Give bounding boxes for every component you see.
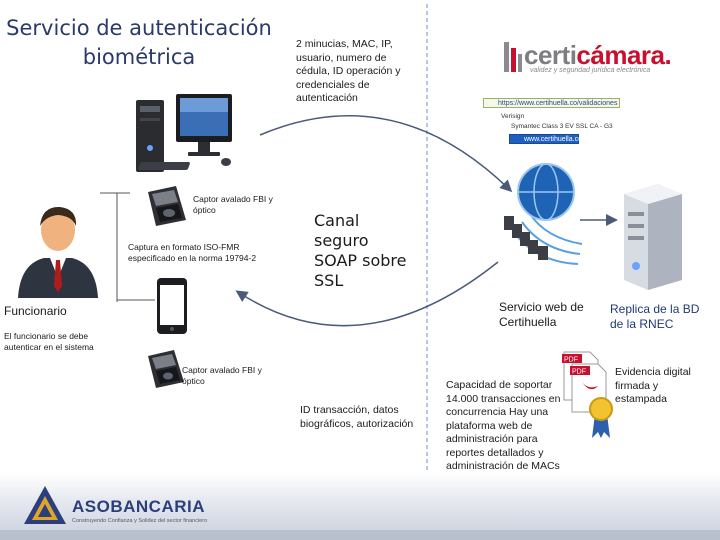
- web-service-globe-icon: [492, 158, 592, 268]
- evidence-label: Evidencia digital firmada y estampada: [615, 366, 705, 407]
- top-note: 2 minucias, MAC, IP, usuario, numero de …: [296, 38, 421, 106]
- funcionario-label: Funcionario: [4, 304, 67, 319]
- service-label: Servicio web de Certihuella: [499, 300, 599, 330]
- footer-tagline: Construyendo Confianza y Solidez del sec…: [72, 518, 222, 525]
- url-bar-1: https://www.certihuella.co/validaciones: [483, 98, 620, 108]
- smartphone-icon: [156, 277, 188, 335]
- fingerprint-reader-icon: [142, 180, 190, 230]
- secure-channel-label: Canal seguro SOAP sobre SSL: [314, 211, 414, 291]
- brand-name-accent: cámara.: [576, 40, 671, 70]
- captor-bottom-label: Captor avalado FBI y óptico: [182, 365, 272, 387]
- brand-name-main: certi: [524, 40, 576, 70]
- fingerprint-reader-bottom-icon: [144, 346, 186, 392]
- footer-logo-text: ASOBANCARIA: [72, 497, 205, 517]
- replica-label: Replica de la BD de la RNEC: [610, 302, 710, 332]
- capture-format-label: Captura en formato ISO-FMR especificado …: [128, 242, 278, 264]
- asobancaria-logo-icon: [22, 484, 68, 530]
- certicamara-tagline: validez y seguridad jurídica electrónica: [530, 67, 650, 74]
- pdf-label-1: PDF: [564, 357, 578, 364]
- cert-symantec: Symantec Class 3 EV SSL CA - G3: [501, 122, 613, 131]
- person-avatar-icon: [14, 198, 102, 298]
- certificate-seal-icon: [588, 396, 614, 440]
- funcionario-note: El funcionario se debe autenticar en el …: [4, 331, 104, 353]
- footer-rule: [0, 530, 720, 540]
- cert-verisign: Verisign: [491, 112, 524, 121]
- captor-top-label: Captor avalado FBI y óptico: [193, 194, 288, 216]
- return-note: ID transacción, datos biográficos, autor…: [300, 404, 425, 431]
- capacity-label: Capacidad de soportar 14.000 transaccion…: [446, 379, 561, 487]
- certicamara-logo-icon: [501, 40, 523, 74]
- pdf-label-2: PDF: [572, 369, 586, 376]
- request-arc: [260, 116, 510, 190]
- server-icon: [616, 180, 688, 292]
- desktop-computer-icon: [130, 92, 240, 178]
- person-bracket: [100, 193, 117, 302]
- url-bar-2: www.certihuella.co: [509, 134, 579, 144]
